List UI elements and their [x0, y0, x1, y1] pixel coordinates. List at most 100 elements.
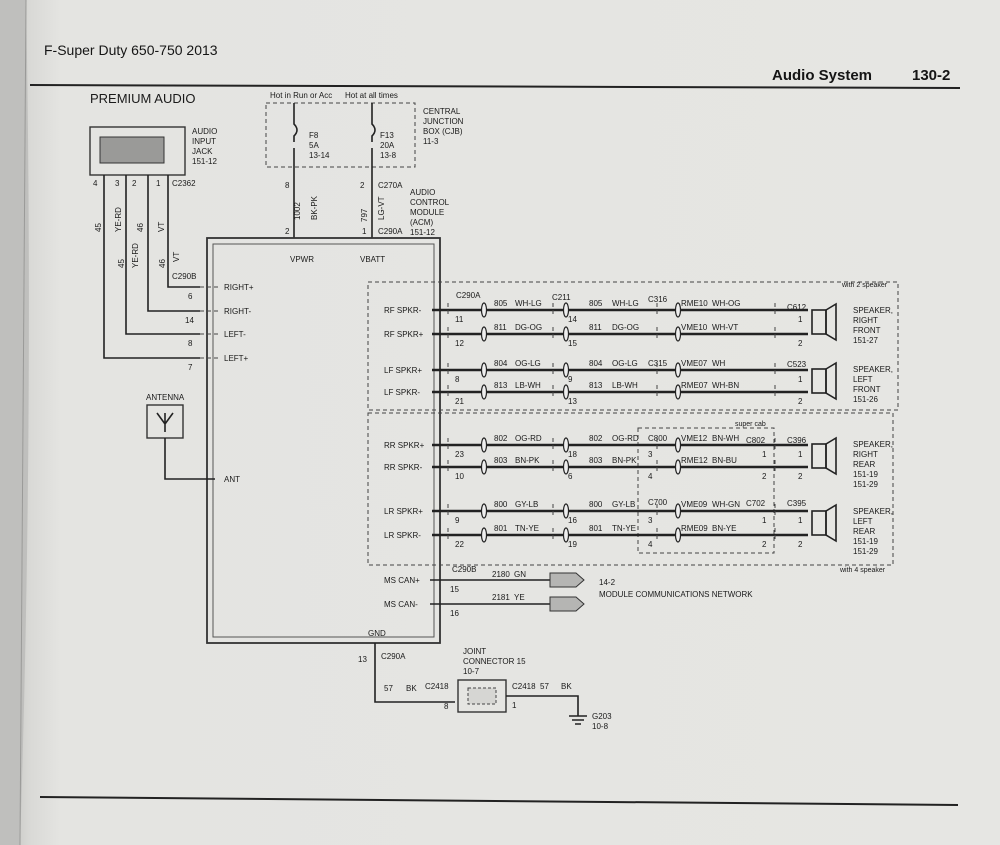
joint-ref: 10-7 [463, 667, 480, 676]
splice-mark [674, 437, 682, 453]
book-title: F-Super Duty 650-750 2013 [44, 42, 218, 58]
gnd-circuit: 57 [384, 684, 393, 693]
wire-circuit: 801 [494, 524, 508, 533]
vpwr-circuit: 1002 [293, 202, 302, 220]
wire-vme-color: WH-OG [712, 299, 740, 308]
fuse-f13-name: F13 [380, 131, 394, 140]
wire-vme-color: WH-GN [712, 500, 740, 509]
pin-f8-out: 8 [285, 181, 290, 190]
speaker-ref-1: 151-26 [853, 395, 878, 404]
splice-mark [674, 503, 682, 519]
wire-vme: RME12 [681, 456, 708, 465]
gnd-circuit-out: 57 [540, 682, 549, 691]
wire-vme: VME12 [681, 434, 708, 443]
speaker-label-1: SPEAKER, [853, 365, 893, 374]
antenna-label: ANTENNA [146, 393, 185, 402]
jack-ref: 151-12 [192, 157, 217, 166]
inline-pin: 13 [568, 397, 577, 406]
splice-mark [562, 437, 570, 453]
wire-circuit-2: 801 [589, 524, 603, 533]
speaker-cone-icon [825, 436, 837, 476]
acm-label-1: AUDIO [410, 188, 435, 197]
inline-pin: 18 [568, 450, 577, 459]
acm-label-2: CONTROL [410, 198, 450, 207]
acm-pin-vbatt: 1 [362, 227, 367, 236]
joint-label-1: JOINT [463, 647, 486, 656]
g203-ref: 10-8 [592, 722, 609, 731]
wire-circuit-2: 813 [589, 381, 603, 390]
conn-c396: C396 [787, 436, 807, 445]
wire-color: BN-PK [515, 456, 540, 465]
pin-f13-out: 2 [360, 181, 365, 190]
feed-run-acc: Hot in Run or Acc [270, 91, 332, 100]
can-hi-label: MS CAN+ [384, 576, 420, 585]
conn-c612: C612 [787, 303, 807, 312]
speaker-ref-1: 151-27 [853, 336, 878, 345]
gnd-pin-out: 1 [512, 701, 517, 710]
splice-mark [480, 503, 488, 519]
spkr-output-label: LF SPKR- [384, 388, 420, 397]
jack-label-3: JACK [192, 147, 213, 156]
wire-color: GY-LB [515, 500, 538, 509]
vpwr-color: BK-PK [310, 195, 319, 220]
conn-c800: C800 [648, 434, 668, 443]
acm-ref: 151-12 [410, 228, 435, 237]
feed-hot-always: Hot at all times [345, 91, 398, 100]
jack-color-vt-b: VT [172, 252, 181, 262]
wire-vme: VME09 [681, 500, 708, 509]
splice-mark [562, 302, 570, 318]
speaker-label-3: FRONT [853, 385, 881, 394]
speaker-icon [811, 309, 827, 335]
joint-label-2: CONNECTOR 15 [463, 657, 526, 666]
wire-color-2: BN-PK [612, 456, 637, 465]
gnd-connector: C290A [381, 652, 406, 661]
speaker-cone-icon [825, 302, 837, 342]
speaker-label-2: LEFT [853, 375, 873, 384]
wire-circuit: 800 [494, 500, 508, 509]
conn-c395: C395 [787, 499, 807, 508]
wire-circuit-2: 811 [589, 323, 602, 332]
wire-vme: VME07 [681, 359, 708, 368]
acm-pin: 23 [455, 450, 464, 459]
cjb-label-1: CENTRAL [423, 107, 461, 116]
fuse-f8-amps: 5A [309, 141, 319, 150]
spkr-output-label: LR SPKR+ [384, 507, 423, 516]
splice-mark [562, 384, 570, 400]
acm-pin: 8 [455, 375, 460, 384]
jack-circuit-46b: 46 [158, 259, 167, 268]
aux-left-plus: LEFT+ [224, 354, 249, 363]
wire-vme: RME07 [681, 381, 708, 390]
splice-mark [480, 384, 488, 400]
speaker-label-1: SPEAKER, [853, 306, 893, 315]
note-two-speaker: with 2 speaker [841, 282, 888, 289]
wire-circuit: 804 [494, 359, 508, 368]
aux-pin-14: 14 [185, 316, 194, 325]
wire-circuit-2: 805 [589, 299, 603, 308]
gnd-wire-out [506, 695, 579, 716]
conn-c702: C702 [746, 499, 766, 508]
c800-pin: 4 [648, 540, 653, 549]
wire-color-2: GY-LB [612, 500, 635, 509]
jack-connector: C2362 [172, 179, 196, 188]
wire-vme-color: BN-BU [712, 456, 737, 465]
conn-c700: C700 [648, 498, 668, 507]
acm-label-4: (ACM) [410, 218, 433, 227]
wire-color-2: DG-OG [612, 323, 639, 332]
c800-pin: 4 [648, 472, 653, 481]
note-four-speaker: with 4 speaker [839, 567, 886, 574]
fuse-f8-name: F8 [309, 131, 319, 140]
wire-color: LB-WH [515, 381, 541, 390]
speaker-icons: SPEAKER,RIGHTFRONT151-27SPEAKER,LEFTFRON… [811, 302, 893, 556]
c802-pin: 2 [762, 540, 767, 549]
jack-pin-4: 4 [93, 179, 98, 188]
acm-pin-vpwr: 2 [285, 227, 290, 236]
splice-mark [674, 326, 682, 342]
wire-circuit: 803 [494, 456, 508, 465]
conn-c290a: C290A [456, 291, 481, 300]
jack-circuit-46a: 46 [136, 223, 145, 232]
speaker-label-1: SPEAKER, [853, 507, 893, 516]
speaker-pin: 1 [798, 516, 803, 525]
wire-color: OG-RD [515, 434, 542, 443]
speaker-label-1: SPEAKER, [853, 440, 893, 449]
